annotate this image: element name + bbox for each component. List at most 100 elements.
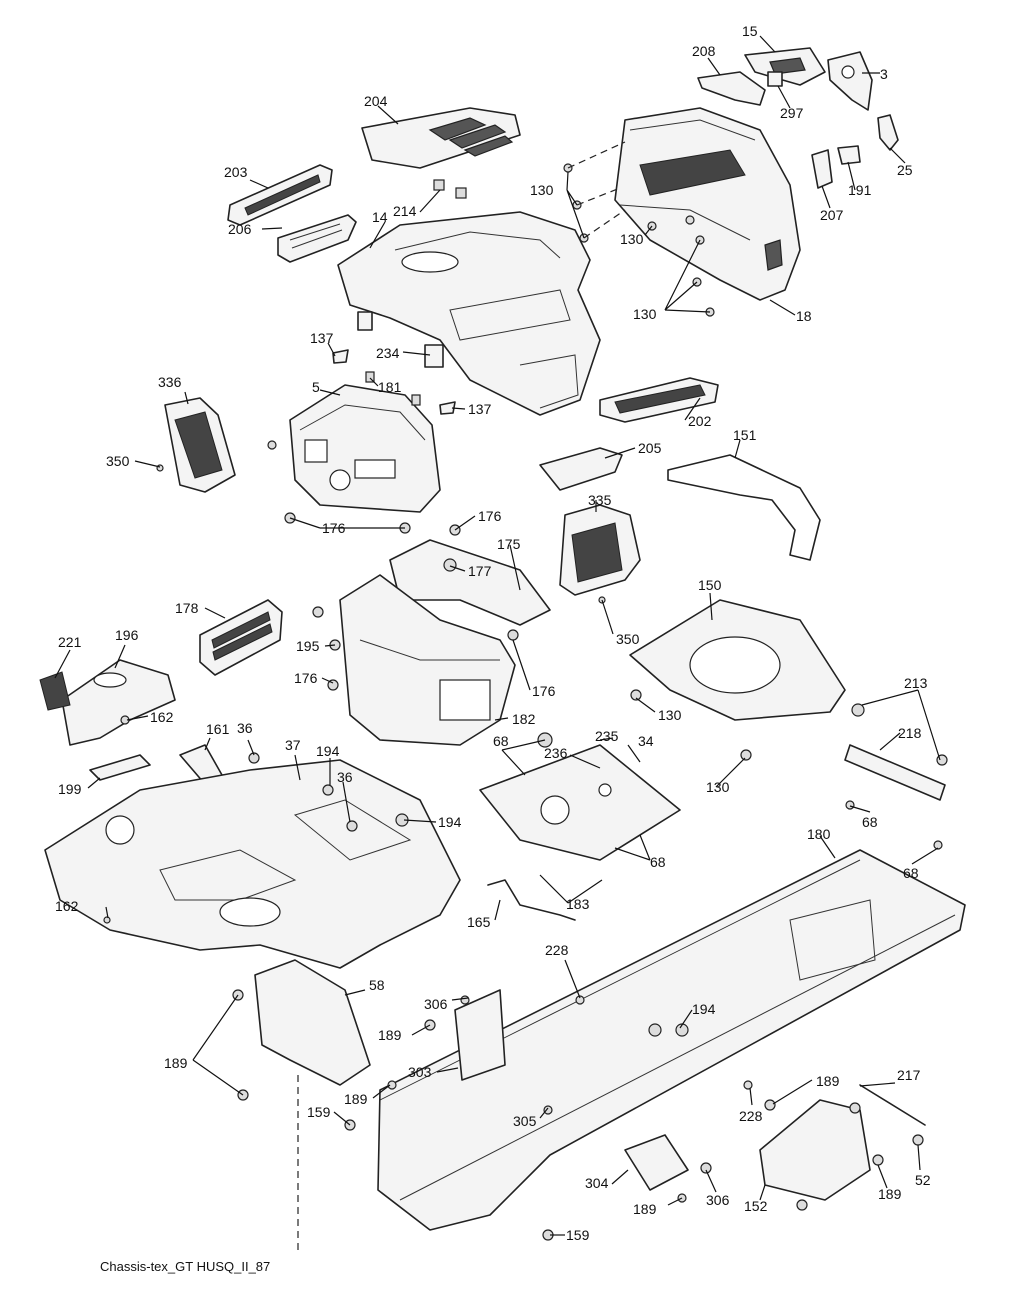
callout-202: 202 bbox=[688, 413, 712, 429]
part-207-socket bbox=[811, 149, 833, 189]
callout-191: 191 bbox=[848, 182, 872, 198]
callout-306a: 306 bbox=[424, 996, 448, 1012]
callout-303: 303 bbox=[408, 1064, 432, 1080]
callout-68a: 68 bbox=[493, 733, 509, 749]
part-304-bracket bbox=[624, 1134, 689, 1191]
part-182-lower-dash bbox=[339, 574, 516, 746]
part-191-bracket bbox=[837, 145, 861, 165]
callout-52: 52 bbox=[915, 1172, 931, 1188]
callout-199: 199 bbox=[58, 781, 82, 797]
part-202-grille bbox=[599, 377, 719, 423]
callout-150: 150 bbox=[698, 577, 722, 593]
callout-189a: 189 bbox=[378, 1027, 402, 1043]
callout-15: 15 bbox=[742, 23, 758, 39]
callout-165: 165 bbox=[467, 914, 491, 930]
part-218-bracket bbox=[844, 744, 946, 801]
callout-196: 196 bbox=[115, 627, 139, 643]
callout-130b: 130 bbox=[620, 231, 644, 247]
callout-228a: 228 bbox=[545, 942, 569, 958]
callout-204: 204 bbox=[364, 93, 388, 109]
part-150-floor-panel bbox=[629, 599, 846, 721]
part-205-trim bbox=[539, 447, 623, 491]
part-303-bracket bbox=[454, 989, 506, 1081]
part-204-hood-vent bbox=[361, 107, 521, 169]
part-37-footrest-body bbox=[44, 759, 461, 969]
part-15-headlight-trim bbox=[744, 47, 826, 86]
callout-37: 37 bbox=[285, 737, 301, 753]
part-336-side-panel bbox=[164, 397, 236, 493]
callout-176d: 176 bbox=[532, 683, 556, 699]
part-14-hood bbox=[337, 211, 601, 416]
callout-137a: 137 bbox=[310, 330, 334, 346]
callout-208: 208 bbox=[692, 43, 716, 59]
callout-137b: 137 bbox=[468, 401, 492, 417]
part-137-clip bbox=[332, 349, 349, 364]
callout-189f: 189 bbox=[878, 1186, 902, 1202]
part-297-clip bbox=[767, 71, 783, 87]
part-34-mounting-plate bbox=[479, 744, 681, 861]
callout-228b: 228 bbox=[739, 1108, 763, 1124]
callout-189b: 189 bbox=[164, 1055, 188, 1071]
callout-217: 217 bbox=[897, 1067, 921, 1083]
part-217-rod bbox=[859, 1084, 926, 1126]
callout-213: 213 bbox=[904, 675, 928, 691]
callout-159a: 159 bbox=[307, 1104, 331, 1120]
part-25-lens bbox=[877, 114, 899, 151]
callout-189c: 189 bbox=[816, 1073, 840, 1089]
callout-194a: 194 bbox=[316, 743, 340, 759]
part-214-clip bbox=[433, 179, 467, 199]
callout-180: 180 bbox=[807, 826, 831, 842]
part-181-clip-2 bbox=[411, 394, 421, 406]
part-177-nut bbox=[443, 558, 457, 572]
part-199-cover bbox=[89, 754, 151, 781]
part-234-pad bbox=[357, 311, 373, 331]
callout-5: 5 bbox=[312, 379, 320, 395]
callout-195: 195 bbox=[296, 638, 320, 654]
callout-304: 304 bbox=[585, 1175, 609, 1191]
callout-305: 305 bbox=[513, 1113, 537, 1129]
callout-350a: 350 bbox=[106, 453, 130, 469]
part-221-decal bbox=[39, 671, 71, 711]
misc-fasteners bbox=[103, 440, 948, 1241]
callout-175: 175 bbox=[497, 536, 521, 552]
callout-161: 161 bbox=[206, 721, 230, 737]
callout-36a: 36 bbox=[237, 720, 253, 736]
callout-176c: 176 bbox=[294, 670, 318, 686]
callout-350b: 350 bbox=[616, 631, 640, 647]
part-58-bracket bbox=[254, 959, 371, 1086]
part-206-trim bbox=[277, 214, 357, 263]
part-181-clip bbox=[365, 371, 375, 383]
callout-25: 25 bbox=[897, 162, 913, 178]
callout-181: 181 bbox=[378, 379, 402, 395]
callout-235: 235 bbox=[595, 728, 619, 744]
callout-176a: 176 bbox=[322, 520, 346, 536]
callout-336: 336 bbox=[158, 374, 182, 390]
callout-130c: 130 bbox=[633, 306, 657, 322]
part-234-pad-2 bbox=[424, 344, 444, 368]
part-178-vent-plate bbox=[199, 599, 283, 676]
callout-189d: 189 bbox=[344, 1091, 368, 1107]
part-3-headlight bbox=[827, 51, 873, 111]
callout-58: 58 bbox=[369, 977, 385, 993]
callout-236: 236 bbox=[544, 745, 568, 761]
callout-68b: 68 bbox=[862, 814, 878, 830]
callout-162a: 162 bbox=[150, 709, 174, 725]
callout-182: 182 bbox=[512, 711, 536, 727]
callout-68d: 68 bbox=[903, 865, 919, 881]
callout-151: 151 bbox=[733, 427, 757, 443]
part-165-rod bbox=[487, 879, 576, 921]
diagram-caption: Chassis-tex_GT HUSQ_II_87 bbox=[100, 1259, 271, 1274]
callout-130e: 130 bbox=[658, 707, 682, 723]
callout-14: 14 bbox=[372, 209, 388, 225]
callout-221: 221 bbox=[58, 634, 82, 650]
callout-177: 177 bbox=[468, 563, 492, 579]
part-5-dashboard bbox=[289, 384, 441, 513]
callout-178: 178 bbox=[175, 600, 199, 616]
callout-206: 206 bbox=[228, 221, 252, 237]
callout-218: 218 bbox=[898, 725, 922, 741]
callout-297: 297 bbox=[780, 105, 804, 121]
part-137-clip-2 bbox=[439, 401, 456, 415]
callout-183: 183 bbox=[566, 896, 590, 912]
